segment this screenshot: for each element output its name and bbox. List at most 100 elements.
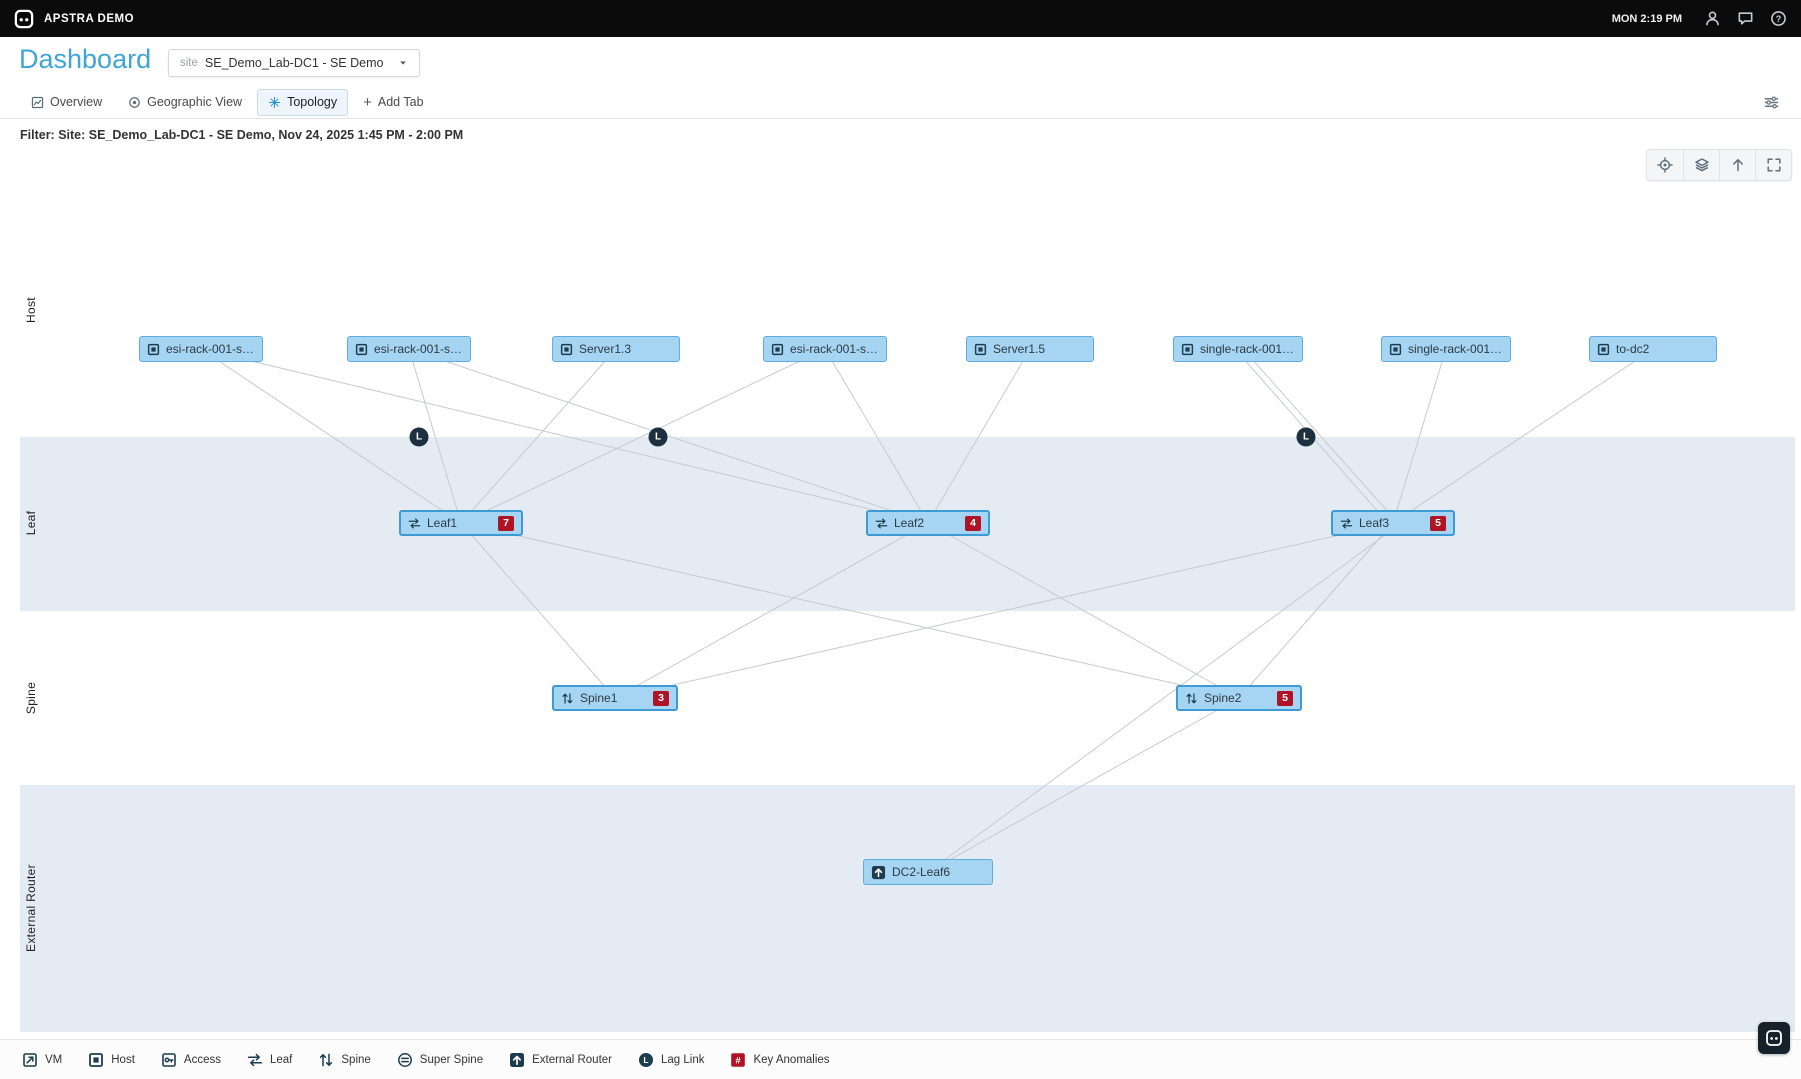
node-dc2-leaf6[interactable]: DC2-Leaf6 bbox=[863, 859, 993, 885]
svg-text:L: L bbox=[643, 1055, 648, 1065]
row-label-host: Host bbox=[24, 297, 38, 323]
vm-icon bbox=[22, 1052, 38, 1068]
assistant-widget-button[interactable] bbox=[1758, 1022, 1790, 1054]
legend-item-super-spine: Super Spine bbox=[397, 1052, 483, 1068]
host-icon bbox=[974, 343, 987, 356]
plus-icon: + bbox=[363, 93, 372, 111]
external-router-band bbox=[20, 785, 1795, 1032]
anomaly-count-badge[interactable]: 5 bbox=[1277, 690, 1293, 706]
host-icon bbox=[1389, 343, 1402, 356]
lag-link-icon: L bbox=[638, 1052, 654, 1068]
node-label: Server1.3 bbox=[579, 342, 632, 356]
tab-geographic-view[interactable]: Geographic View bbox=[117, 89, 253, 116]
center-view-button[interactable] bbox=[1647, 150, 1683, 180]
site-selector[interactable]: site SE_Demo_Lab-DC1 - SE Demo bbox=[168, 49, 421, 77]
legend-label: Super Spine bbox=[419, 1053, 484, 1066]
lag-link-badge[interactable]: L bbox=[409, 427, 429, 447]
overview-icon bbox=[31, 96, 44, 109]
chevron-down-icon bbox=[398, 58, 408, 68]
user-menu-button[interactable] bbox=[1704, 10, 1721, 27]
feedback-button[interactable] bbox=[1737, 10, 1754, 27]
node-label: Server1.5 bbox=[993, 342, 1046, 356]
host-icon bbox=[771, 343, 784, 356]
host-icon bbox=[88, 1052, 104, 1068]
fullscreen-button[interactable] bbox=[1755, 150, 1791, 180]
legend-item-lag-link: L Lag Link bbox=[638, 1052, 704, 1068]
row-label-external-router: External Router bbox=[24, 864, 38, 952]
node-label: Leaf2 bbox=[894, 516, 925, 530]
host-icon bbox=[1181, 343, 1194, 356]
anomaly-count-badge[interactable]: 3 bbox=[653, 690, 669, 706]
legend-label: Lag Link bbox=[661, 1053, 705, 1066]
tabs: Overview Geographic View Topology + Add Ta… bbox=[0, 86, 1801, 119]
lag-link-badge[interactable]: L bbox=[648, 427, 668, 447]
tab-overview[interactable]: Overview bbox=[20, 89, 113, 116]
row-label-spine: Spine bbox=[24, 681, 38, 715]
host-icon bbox=[355, 343, 368, 356]
legend-item-external-router: External Router bbox=[509, 1052, 612, 1068]
geographic-view-icon bbox=[128, 96, 141, 109]
legend-label: Access bbox=[183, 1053, 221, 1066]
anomaly-count-badge[interactable]: 7 bbox=[498, 515, 514, 531]
anomaly-count-badge[interactable]: 5 bbox=[1430, 515, 1446, 531]
node-label: esi-rack-001-sys... bbox=[374, 342, 463, 356]
node-label: esi-rack-001-sys... bbox=[166, 342, 255, 356]
legend-label: VM bbox=[45, 1053, 63, 1066]
add-tab-button[interactable]: + Add Tab bbox=[352, 89, 434, 116]
node-label: Spine1 bbox=[580, 691, 618, 705]
node-label: single-rack-001-... bbox=[1200, 342, 1295, 356]
node-label: Leaf3 bbox=[1359, 516, 1390, 530]
node-leaf2[interactable]: Leaf2 4 bbox=[866, 510, 990, 536]
lag-link-badge[interactable]: L bbox=[1296, 427, 1316, 447]
tab-label: Overview bbox=[50, 95, 103, 109]
super-spine-icon bbox=[397, 1052, 413, 1068]
node-to-dc2[interactable]: to-dc2 bbox=[1589, 336, 1717, 362]
filter-summary: Filter: Site: SE_Demo_Lab-DC1 - SE Demo,… bbox=[20, 128, 464, 142]
legend-item-spine: Spine bbox=[318, 1052, 371, 1068]
node-label: Leaf1 bbox=[427, 516, 458, 530]
legend-label: Leaf bbox=[269, 1053, 293, 1066]
anomaly-count-badge[interactable]: 4 bbox=[965, 515, 981, 531]
legend-label: Key Anomalies bbox=[753, 1053, 830, 1066]
node-single-rack-001[interactable]: single-rack-001-... bbox=[1381, 336, 1511, 362]
topbar: APSTRA DEMO MON 2:19 PM ? bbox=[0, 0, 1801, 37]
apstra-logo-icon bbox=[14, 9, 34, 29]
spine-icon bbox=[1185, 692, 1198, 705]
parent-view-button[interactable] bbox=[1719, 150, 1755, 180]
topbar-actions: MON 2:19 PM ? bbox=[1612, 10, 1787, 27]
node-server1-5[interactable]: Server1.5 bbox=[966, 336, 1094, 362]
spine-icon bbox=[561, 692, 574, 705]
apstra-widget-icon bbox=[1765, 1029, 1783, 1047]
topology-toolbar bbox=[1646, 149, 1792, 181]
spine-icon bbox=[318, 1052, 334, 1068]
topology-icon bbox=[268, 96, 281, 109]
key-anomalies-icon: # bbox=[730, 1052, 746, 1068]
clock: MON 2:19 PM bbox=[1611, 12, 1682, 25]
filter-button[interactable] bbox=[1764, 95, 1781, 110]
svg-text:?: ? bbox=[1776, 14, 1782, 24]
node-leaf3[interactable]: Leaf3 5 bbox=[1331, 510, 1455, 536]
legend-label: External Router bbox=[532, 1053, 612, 1066]
leaf-icon bbox=[408, 517, 421, 530]
node-server1-3[interactable]: Server1.3 bbox=[552, 336, 680, 362]
tab-topology[interactable]: Topology bbox=[257, 88, 349, 116]
help-button[interactable]: ? bbox=[1770, 10, 1787, 27]
legend-item-leaf: Leaf bbox=[247, 1052, 292, 1068]
node-esi-rack-001-sys[interactable]: esi-rack-001-sys... bbox=[763, 336, 887, 362]
node-esi-rack-001-sys[interactable]: esi-rack-001-sys... bbox=[347, 336, 471, 362]
node-label: esi-rack-001-sys... bbox=[790, 342, 879, 356]
tab-label: Geographic View bbox=[147, 95, 243, 109]
node-label: single-rack-001-... bbox=[1408, 342, 1503, 356]
node-leaf1[interactable]: Leaf1 7 bbox=[399, 510, 523, 536]
legend-item-host: Host bbox=[88, 1052, 135, 1068]
layers-button[interactable] bbox=[1683, 150, 1719, 180]
node-spine1[interactable]: Spine1 3 bbox=[552, 685, 678, 711]
legend-label: Host bbox=[111, 1053, 135, 1066]
legend-item-key-anomalies: # Key Anomalies bbox=[730, 1052, 830, 1068]
tab-label: Topology bbox=[287, 95, 338, 109]
node-esi-rack-001-sys[interactable]: esi-rack-001-sys... bbox=[139, 336, 263, 362]
node-single-rack-001[interactable]: single-rack-001-... bbox=[1173, 336, 1303, 362]
leaf-icon bbox=[875, 517, 888, 530]
